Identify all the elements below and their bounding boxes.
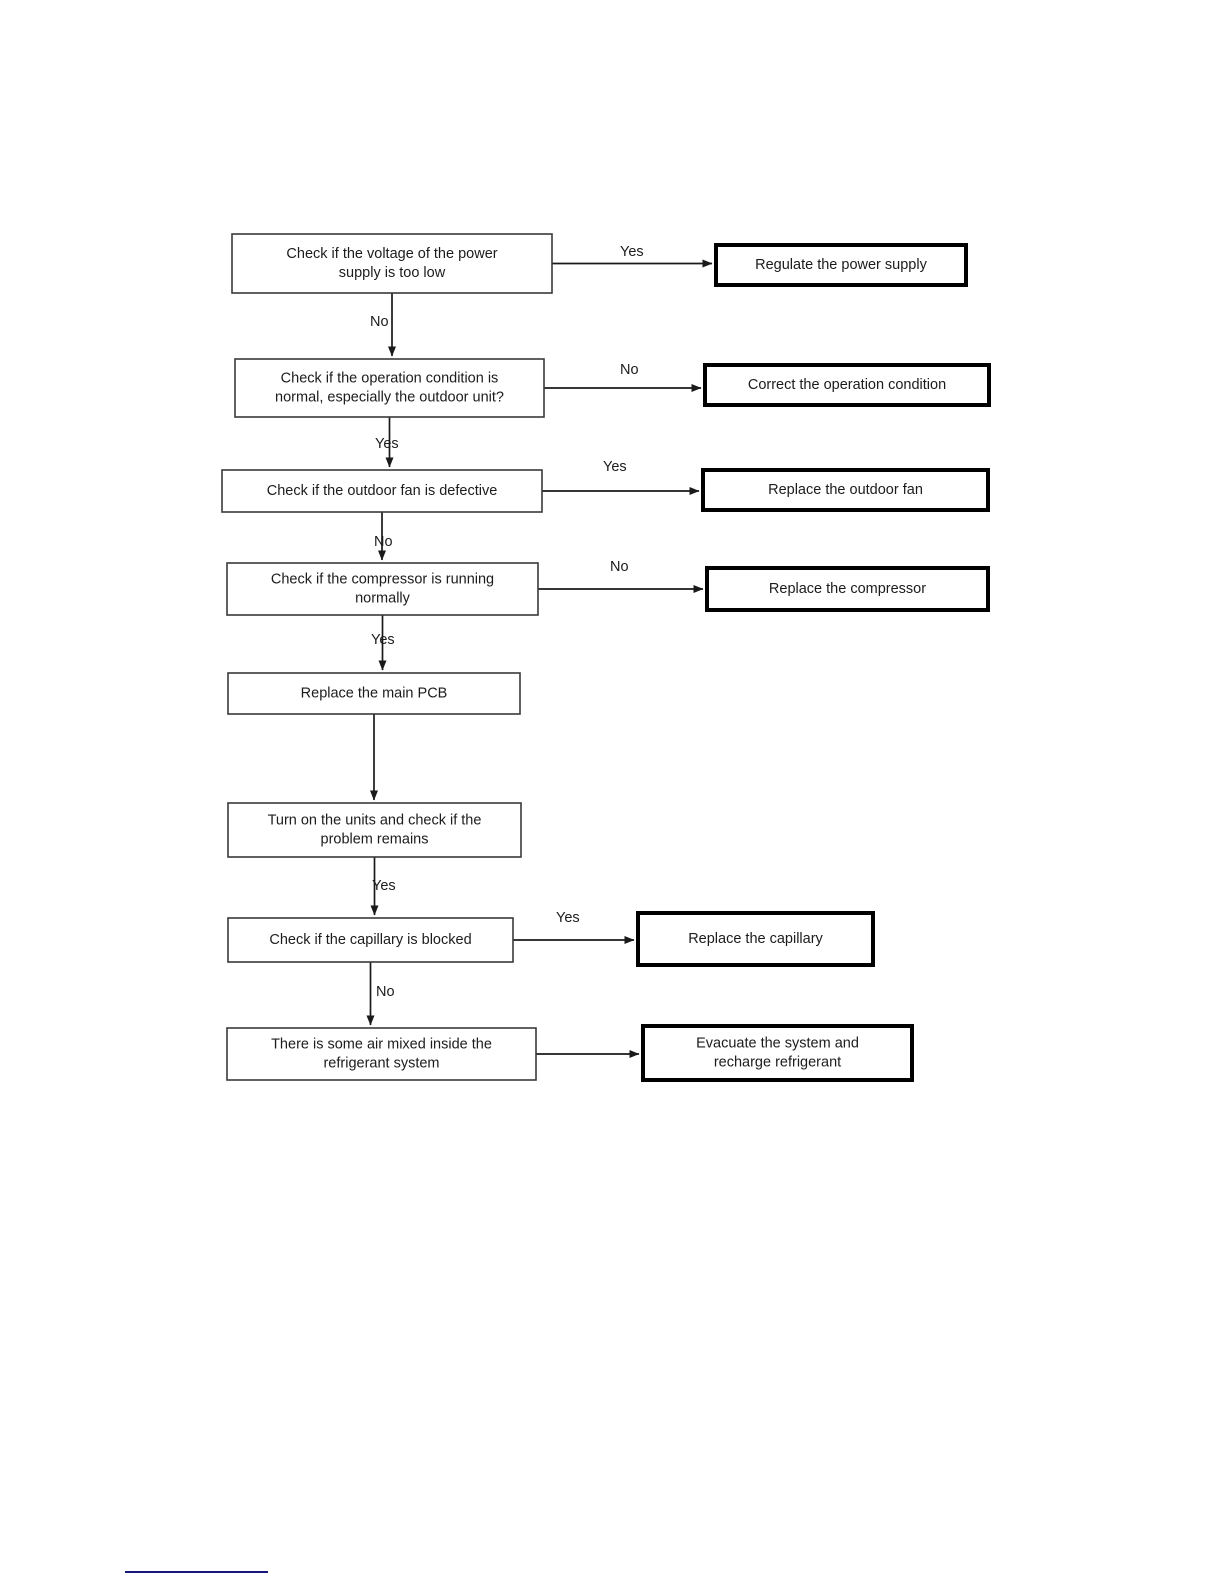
node-box xyxy=(701,468,990,512)
node-label: Replace the capillary xyxy=(688,931,823,947)
node-box xyxy=(636,911,875,967)
flowchart-node: Evacuate the system and recharge refriger… xyxy=(641,1024,914,1082)
node-box xyxy=(641,1024,914,1082)
flowchart-node: Correct the operation condition xyxy=(703,363,991,407)
edge-label: Yes xyxy=(620,244,644,260)
flowchart-node: Regulate the power supply xyxy=(714,243,968,287)
edge-label: No xyxy=(610,559,629,575)
node-box xyxy=(705,566,990,612)
node-label: refrigerant system xyxy=(323,1055,439,1071)
flowchart-node: Check if the compressor is running normal… xyxy=(226,562,539,616)
edge-label: No xyxy=(376,984,395,1000)
flowchart-node: Check if the voltage of the power supply … xyxy=(231,233,553,294)
node-label: Evacuate the system and xyxy=(696,1035,859,1051)
edge-label: Yes xyxy=(372,878,396,894)
node-box xyxy=(227,672,521,715)
edge-label: Yes xyxy=(375,436,399,452)
edge-label: Yes xyxy=(371,632,395,648)
node-box xyxy=(231,233,553,294)
node-box xyxy=(234,358,545,418)
node-label: Check if the voltage of the power xyxy=(286,246,497,262)
node-label: Turn on the units and check if the xyxy=(268,812,482,828)
node-box xyxy=(221,469,543,513)
flowchart-node: Check if the capillary is blocked xyxy=(227,917,514,963)
flowchart-node: Check if the outdoor fan is defective xyxy=(221,469,543,513)
edge-label: Yes xyxy=(556,910,580,926)
edge-label: Yes xyxy=(603,459,627,475)
node-box xyxy=(714,243,968,287)
node-box xyxy=(226,562,539,616)
flowchart-node: Replace the main PCB xyxy=(227,672,521,715)
flowchart-node: Check if the operation condition is norma… xyxy=(234,358,545,418)
node-label: There is some air mixed inside the xyxy=(271,1036,492,1052)
node-label: supply is too low xyxy=(339,265,446,281)
flowchart-node: Replace the capillary xyxy=(636,911,875,967)
edge-label: No xyxy=(374,534,393,550)
node-label: problem remains xyxy=(321,831,429,847)
flowchart-node: Turn on the units and check if the proble… xyxy=(227,802,522,858)
node-label: recharge refrigerant xyxy=(714,1054,841,1070)
edge-label: No xyxy=(620,362,639,378)
node-label: Replace the outdoor fan xyxy=(768,482,923,498)
node-label: Check if the operation condition is xyxy=(281,370,499,386)
edge-layer xyxy=(366,259,713,1058)
edge-label: No xyxy=(370,314,389,330)
node-label: normally xyxy=(355,590,411,606)
node-box xyxy=(227,802,522,858)
flowchart-node: Replace the compressor xyxy=(705,566,990,612)
node-label: Check if the compressor is running xyxy=(271,571,494,587)
node-box xyxy=(703,363,991,407)
node-label: normal, especially the outdoor unit? xyxy=(275,389,504,405)
node-label: Regulate the power supply xyxy=(755,257,927,273)
node-label: Check if the capillary is blocked xyxy=(269,932,471,948)
flowchart-node: There is some air mixed inside the refrig… xyxy=(226,1027,537,1081)
node-label: Replace the main PCB xyxy=(301,685,448,701)
node-label: Replace the compressor xyxy=(769,581,926,597)
node-label: Correct the operation condition xyxy=(748,377,946,393)
node-box xyxy=(226,1027,537,1081)
flowchart-node: Replace the outdoor fan xyxy=(701,468,990,512)
node-box xyxy=(227,917,514,963)
node-label: Check if the outdoor fan is defective xyxy=(267,483,498,499)
node-layer: Check if the voltage of the power supply … xyxy=(221,233,991,1082)
